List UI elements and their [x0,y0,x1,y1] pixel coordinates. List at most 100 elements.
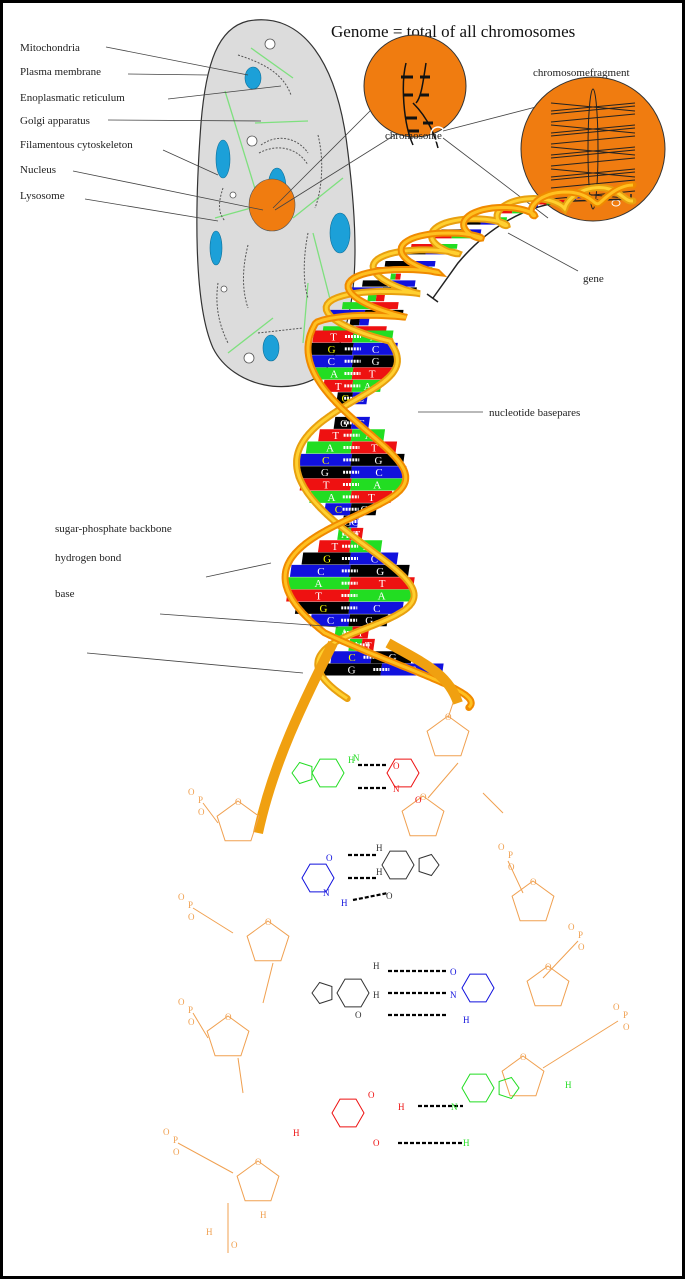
base-G [301,552,351,565]
base-G [295,466,352,479]
atom-h: H [373,961,380,971]
deoxyribose-ring [511,880,555,922]
atom-p: P [508,850,513,860]
backbone-bonds [177,702,619,1253]
atom-o: O [355,1010,362,1020]
base-T [318,429,353,442]
atom-o: O [386,891,393,901]
base-letter: C [372,344,379,356]
atom-o: O [450,967,457,977]
base-A [309,490,352,503]
deoxyribose-ring [216,800,260,842]
label-nucleus: Nucleus [20,164,56,176]
label-mitochondria: Mitochondria [20,42,80,54]
deoxyribose-ring [206,1015,250,1057]
label-nucleotide-basepairs: nucleotide basepares [489,407,580,419]
atom-o: O [255,1157,262,1167]
label-filamentous-cytoskeleton: Filamentous cytoskeleton [20,139,133,151]
deoxyribose-ring [236,1160,280,1202]
atom-h: H [376,867,383,877]
atom-h: H [463,1138,470,1148]
atom-o: O [393,761,400,771]
base-letter: T [335,381,342,393]
base-G [307,342,354,355]
atom-o: O [368,1090,375,1100]
fragment-fiber [550,135,636,145]
base-letter: A [341,529,349,541]
atom-n: N [451,1102,458,1112]
deoxyribose-ring [501,1055,545,1097]
deoxyribose-ring [426,715,470,757]
atom-n: N [323,888,330,898]
base-C [323,503,352,516]
base-letter: G [365,615,373,627]
adenine-imidazole-2 [498,1076,520,1100]
guanine-imidazole-2 [311,981,333,1005]
base-C [351,342,398,355]
base-A [390,273,397,280]
atom-o: O [198,807,205,817]
atom-o: O [420,792,427,802]
base-letter: A [373,480,381,492]
base-T [299,478,352,491]
deoxyribose-ring [401,795,445,837]
guanine-ring [381,850,415,880]
zoom-line-2 [274,132,399,211]
endoplasmic-reticulum [216,54,323,344]
atom-n: N [353,753,360,763]
base-letter: C [335,504,342,516]
base-A [284,577,351,590]
deoxyribose-ring [246,920,290,962]
label-golgi-apparatus: Golgi apparatus [20,115,90,127]
atom-o: O [188,1017,195,1027]
genome-diagram: Genome = total of all chromosomes Mitoch… [20,19,666,1253]
base-letter: A [378,591,386,603]
fragment-fiber [550,113,636,123]
base-T [286,589,351,602]
label-gene: gene [583,273,604,285]
gene-leader [507,232,579,272]
adenine-ring-2 [461,1073,495,1103]
atom-h: H [398,1102,405,1112]
fragment-fiber [550,168,636,178]
base-letter: G [348,665,356,677]
base-G [318,663,383,676]
fragment-fiber [550,102,636,112]
backbone-strand-2-highlight [283,183,634,709]
label-chromosome-fragment: chromosomefragment [533,67,630,79]
base-A [367,294,377,302]
dna-leader-lines [86,411,483,674]
base-C [350,466,407,479]
gene-bracket-start [426,293,439,303]
base-letter: C [328,356,335,368]
atom-o: O [326,853,333,863]
base-letter: T [332,430,339,442]
backbone-strand-1-highlight [295,185,633,700]
base-T [348,577,415,590]
atom-o: O [178,892,185,902]
hydrogen-bond [352,891,389,902]
atom-o: O [265,917,272,927]
atom-p: P [198,795,203,805]
fragment-fiber [550,179,636,189]
adenine-ring [311,758,345,788]
atom-o: O [373,1138,380,1148]
base-letter: G [328,344,336,356]
base-G [333,416,353,429]
atom-h: H [206,1227,213,1237]
guanine-imidazole [418,853,440,877]
label-lysosome: Lysosome [20,190,65,202]
base-letter: G [376,566,384,578]
base-G [351,355,398,368]
base-letter: C [371,554,378,566]
backbone-tail-right [385,638,463,705]
fragment-fiber [550,171,636,181]
base-letter: T [371,443,378,455]
atom-h: H [463,1015,470,1025]
base-G [384,260,411,267]
fragment-fiber [550,149,636,159]
base-letter: G [389,652,397,664]
base-letter: C [322,455,329,467]
base-C [289,564,351,577]
thymine-ring [386,758,420,788]
